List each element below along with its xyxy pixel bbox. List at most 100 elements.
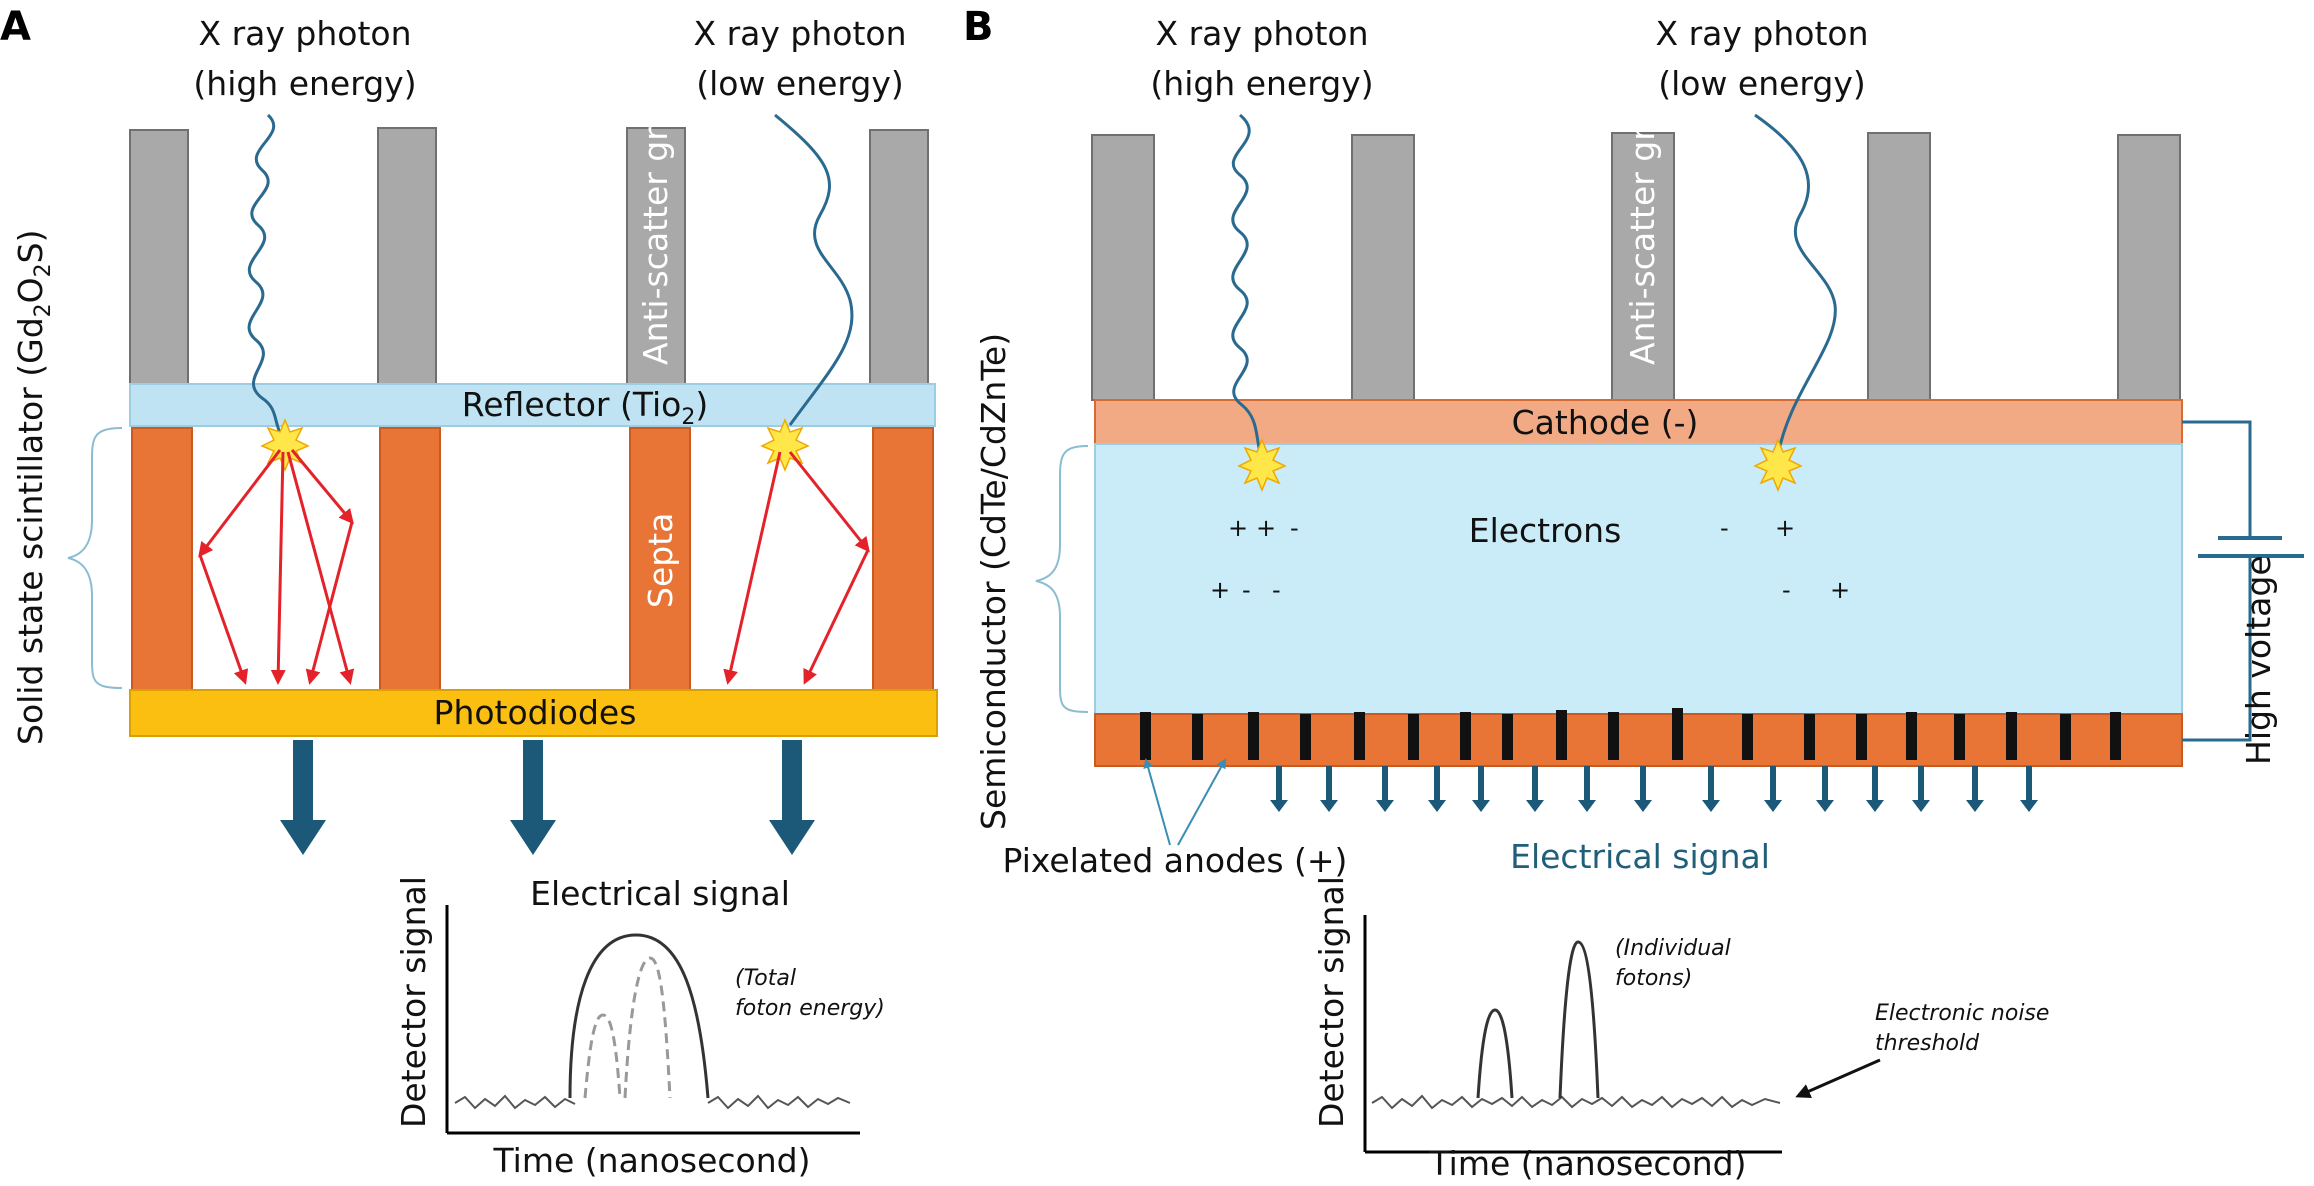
flash-icon	[1237, 438, 1287, 492]
anode-pixel	[1556, 710, 1567, 760]
graph-xlabel: Time (nanosecond)	[1429, 1144, 1747, 1183]
output-arrow	[1526, 766, 1544, 812]
anode-pixel	[2006, 712, 2017, 760]
graph-ylabel: Detector signal	[394, 876, 433, 1128]
output-arrow	[1320, 766, 1338, 812]
charge: -	[1720, 514, 1729, 542]
signal-arrows-a	[280, 740, 815, 855]
noise-threshold-line2: threshold	[1875, 1031, 1980, 1056]
electrical-signal-label-a: Electrical signal	[530, 874, 790, 913]
reflector-layer	[129, 383, 936, 427]
photon-wave-high	[247, 113, 287, 441]
output-arrow	[1866, 766, 1884, 812]
anode-pixel	[1672, 708, 1683, 760]
output-arrow	[280, 740, 326, 855]
anode-pixel	[1502, 714, 1513, 760]
photon-pulse-large	[1558, 940, 1600, 1099]
charge: +	[1775, 514, 1795, 542]
noise-threshold-pointer	[1795, 1058, 1881, 1099]
semiconductor-layer	[1094, 443, 2183, 715]
signal-graph-a: Detector signal Time (nanosecond) (Total…	[394, 876, 885, 1180]
output-arrow	[1472, 766, 1490, 812]
light-rays-low	[723, 451, 870, 685]
scintillator-label: Solid state scintillator (Gd2O2S)	[11, 230, 56, 745]
photon-low-label-line2: (low energy)	[1658, 64, 1866, 103]
charge: -	[1272, 576, 1281, 604]
scintillator-brace	[67, 427, 123, 689]
cathode-label: Cathode (-)	[1512, 403, 1699, 442]
electrical-signal-label-b: Electrical signal	[1510, 837, 1770, 876]
anode-pixel	[1460, 712, 1471, 760]
output-arrow	[2020, 766, 2038, 812]
photon-high-label-line2: (high energy)	[193, 64, 416, 103]
output-arrow	[1764, 766, 1782, 812]
dashed-pulse-small	[583, 1013, 622, 1099]
noise-threshold-line1: Electronic noise	[1875, 1001, 2049, 1026]
output-arrow	[1966, 766, 1984, 812]
anode-pixel	[1804, 714, 1815, 760]
panel-b: B X ray photon (high energy) X ray photo…	[963, 4, 2304, 1183]
grid-bar	[869, 129, 929, 385]
grid-label: Anti-scatter grid	[1623, 97, 1662, 365]
anode-pixel	[1954, 714, 1965, 760]
anode-pixel	[1140, 712, 1151, 760]
charge: -	[1290, 514, 1299, 542]
grid-label: Anti-scatter grid	[636, 97, 675, 365]
anodes-label: Pixelated anodes (+)	[1003, 841, 1348, 880]
graph-note-line1: (Individual	[1615, 936, 1731, 961]
circuit-wire	[2182, 556, 2252, 742]
cathode-layer	[1094, 399, 2183, 445]
pixelated-anodes	[1140, 708, 2121, 760]
photon-high-label-line1: X ray photon	[198, 14, 411, 53]
high-voltage-label: High voltage	[2239, 555, 2278, 765]
photon-low-label-line1: X ray photon	[693, 14, 906, 53]
grid-bar	[1611, 132, 1675, 401]
photon-low-label-line1: X ray photon	[1655, 14, 1868, 53]
anode-pixel	[2110, 712, 2121, 760]
anode-pixel	[1408, 714, 1419, 760]
charge: +	[1256, 514, 1276, 542]
photon-wave-low	[774, 113, 854, 426]
charge: -	[1242, 576, 1251, 604]
noise-trace	[707, 1094, 851, 1110]
high-voltage-circuit	[2182, 420, 2304, 742]
graph-ylabel: Detector signal	[1312, 876, 1351, 1128]
charge: +	[1830, 576, 1850, 604]
grid-bar	[2117, 134, 2181, 401]
output-arrow	[1270, 766, 1288, 812]
panel-a: A X ray photon (high energy) X ray photo…	[0, 4, 938, 1180]
photodiodes-layer	[129, 689, 938, 737]
anode-pixel	[1192, 714, 1203, 760]
semiconductor-label: Semiconductor (CdTe/CdZnTe)	[974, 333, 1013, 830]
flash-icon	[1753, 438, 1803, 492]
anode-pixel	[1742, 714, 1753, 760]
anode-pointer	[1177, 758, 1226, 846]
photon-wave-low	[1754, 113, 1837, 456]
anode-pixel	[2060, 714, 2071, 760]
septa-bar	[131, 427, 193, 691]
photodiodes-label: Photodiodes	[434, 693, 637, 732]
output-arrow	[1634, 766, 1652, 812]
semiconductor-brace	[1035, 445, 1089, 713]
graph-xlabel: Time (nanosecond)	[493, 1141, 811, 1180]
anode-pixel	[1300, 714, 1311, 760]
graph-note-line2: foton energy)	[735, 996, 885, 1021]
output-arrow	[1428, 766, 1446, 812]
noise-trace	[454, 1094, 576, 1110]
anode-strip	[1094, 713, 2183, 767]
output-arrow	[510, 740, 556, 855]
signal-arrows-b	[1270, 766, 2038, 812]
grid-bar	[1091, 134, 1155, 401]
flash-icon	[760, 418, 810, 472]
septa-bar	[872, 427, 934, 691]
photon-high-label-line1: X ray photon	[1155, 14, 1368, 53]
charge: +	[1210, 576, 1230, 604]
grid-bar	[1867, 132, 1931, 401]
output-arrow	[1912, 766, 1930, 812]
output-arrow	[769, 740, 815, 855]
grid-bar	[129, 129, 189, 385]
photon-high-label-line2: (high energy)	[1150, 64, 1373, 103]
panel-a-letter: A	[0, 4, 31, 50]
anode-pixel	[1248, 712, 1259, 760]
photon-low-label-line2: (low energy)	[696, 64, 904, 103]
